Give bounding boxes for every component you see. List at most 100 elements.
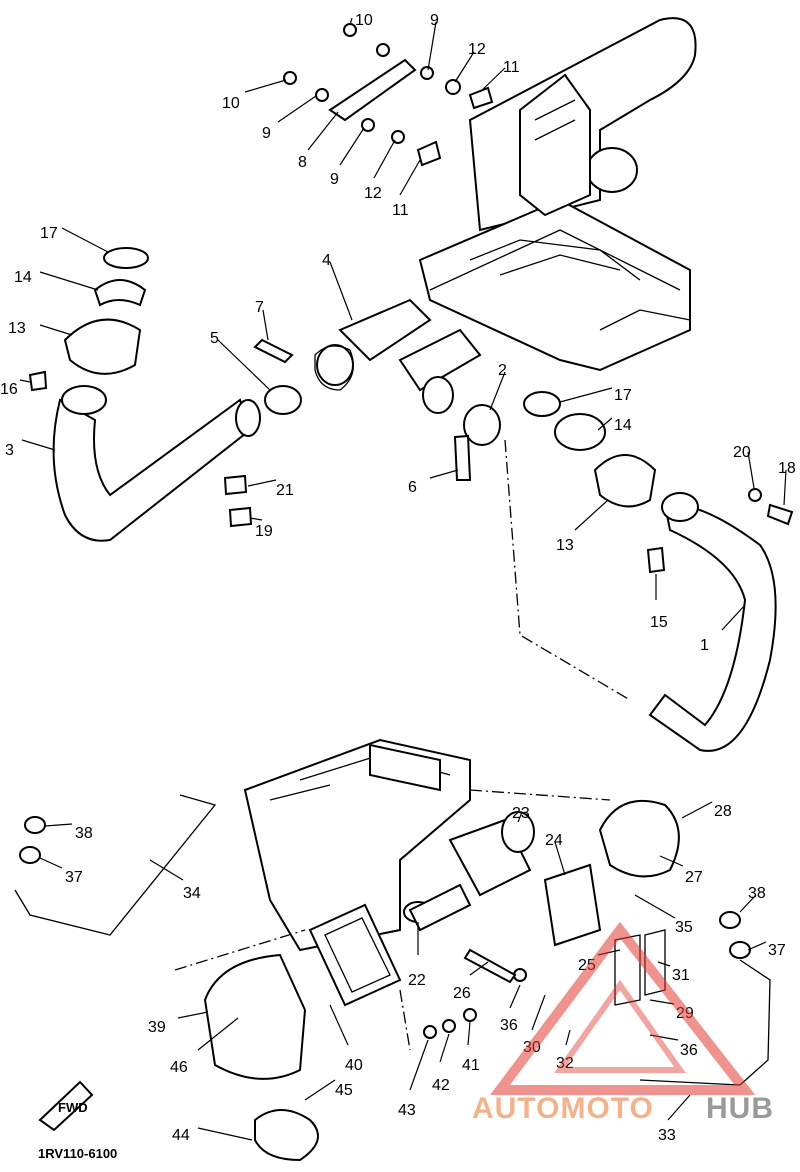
- fwd-label: FWD: [58, 1100, 88, 1115]
- callout-22: 22: [408, 972, 426, 989]
- callout-11: 11: [392, 202, 409, 219]
- callout-leader-27: [659, 855, 684, 867]
- watermark-brand-2: HUB: [706, 1092, 774, 1125]
- callout-leader-17: [559, 387, 613, 403]
- callout-46: 46: [170, 1059, 188, 1076]
- callout-leader-14: [39, 271, 99, 291]
- callout-8: 8: [298, 154, 307, 171]
- callout-9: 9: [262, 125, 271, 142]
- callout-leader-14: [597, 417, 613, 431]
- callout-42: 42: [432, 1077, 450, 1094]
- callout-leader-45: [304, 1079, 336, 1101]
- callout-41: 41: [462, 1057, 480, 1074]
- callout-leader-16: [19, 379, 31, 383]
- callout-leader-36: [649, 1034, 679, 1041]
- callout-leader-9: [427, 21, 437, 71]
- callout-leader-38: [44, 823, 73, 827]
- callout-28: 28: [714, 803, 732, 820]
- callout-4: 4: [322, 252, 331, 269]
- callout-leader-10: [244, 79, 287, 93]
- callout-10: 10: [222, 95, 240, 112]
- callout-38: 38: [748, 885, 766, 902]
- callout-leader-18: [783, 469, 787, 506]
- callout-19: 19: [255, 523, 273, 540]
- callout-16: 16: [0, 381, 18, 398]
- callout-leader-34: [149, 859, 184, 881]
- callout-leader-23: [517, 811, 523, 823]
- callout-leader-11: [479, 67, 506, 93]
- callout-leader-21: [247, 479, 277, 487]
- callout-leader-17: [61, 227, 109, 253]
- callout-35: 35: [675, 919, 693, 936]
- callout-14: 14: [14, 269, 32, 286]
- muffler-assembly: [314, 17, 697, 414]
- callout-36: 36: [680, 1042, 698, 1059]
- callout-38: 38: [75, 825, 93, 842]
- callout-leader-19: [249, 517, 263, 521]
- air-box-assembly: [14, 738, 771, 1162]
- callout-3: 3: [5, 442, 14, 459]
- callout-26: 26: [453, 985, 471, 1002]
- callout-leader-9: [339, 127, 365, 166]
- callout-leader-6: [429, 469, 459, 479]
- fwd-arrow: FWD: [38, 1080, 94, 1132]
- callout-leader-1: [721, 604, 746, 631]
- part-callouts: 1234567899910101111121213131414151617171…: [0, 12, 796, 1144]
- callout-leader-4: [329, 261, 353, 321]
- callout-44: 44: [172, 1127, 190, 1144]
- callout-leader-40: [329, 1004, 349, 1046]
- callout-43: 43: [398, 1102, 416, 1119]
- callout-leader-31: [657, 961, 671, 967]
- callout-34: 34: [183, 885, 201, 902]
- callout-7: 7: [255, 299, 264, 316]
- callout-23: 23: [512, 805, 530, 822]
- callout-9: 9: [430, 12, 439, 29]
- callout-6: 6: [408, 479, 417, 496]
- callout-leader-36: [509, 984, 521, 1009]
- callout-13: 13: [8, 320, 26, 337]
- callout-37: 37: [65, 869, 83, 886]
- bracket-hardware: [283, 23, 494, 167]
- callout-10: 10: [355, 12, 373, 29]
- callout-45: 45: [335, 1082, 353, 1099]
- callout-37: 37: [768, 942, 786, 959]
- callout-39: 39: [148, 1019, 166, 1036]
- callout-leader-9: [277, 95, 317, 123]
- callout-2: 2: [498, 362, 507, 379]
- callout-14: 14: [614, 417, 632, 434]
- callout-leader-7: [262, 309, 269, 341]
- callout-17: 17: [40, 225, 58, 242]
- callout-32: 32: [556, 1055, 574, 1072]
- callout-leader-32: [565, 1029, 571, 1046]
- callout-leader-13: [39, 324, 73, 336]
- callout-leader-46: [197, 1017, 239, 1051]
- callout-21: 21: [276, 482, 294, 499]
- callout-leader-41: [467, 1021, 471, 1046]
- callout-leader-26: [469, 961, 489, 976]
- callout-leader-37: [39, 857, 63, 869]
- callout-13: 13: [556, 537, 574, 554]
- callout-5: 5: [210, 330, 219, 347]
- callout-leader-39: [177, 1011, 209, 1019]
- callout-20: 20: [733, 444, 751, 461]
- callout-12: 12: [468, 41, 486, 58]
- callout-leader-2: [489, 371, 506, 411]
- callout-leader-3: [21, 439, 56, 451]
- callout-27: 27: [685, 869, 703, 886]
- callout-1: 1: [700, 637, 709, 654]
- callout-leader-43: [409, 1039, 429, 1091]
- callout-36: 36: [500, 1017, 518, 1034]
- callout-leader-29: [649, 999, 675, 1005]
- exhaust-pipe-right: [453, 391, 794, 752]
- callout-leader-37: [747, 941, 767, 951]
- callout-leader-12: [373, 139, 396, 179]
- callout-leader-11: [399, 159, 421, 196]
- callout-31: 31: [672, 967, 690, 984]
- callout-leader-33: [667, 1094, 691, 1121]
- callout-leader-38: [739, 894, 757, 913]
- callout-leader-24: [554, 841, 566, 876]
- callout-leader-35: [634, 894, 676, 919]
- callout-leader-8: [307, 111, 339, 151]
- automotohub-watermark: AUTOMOTO HUB: [472, 921, 774, 1125]
